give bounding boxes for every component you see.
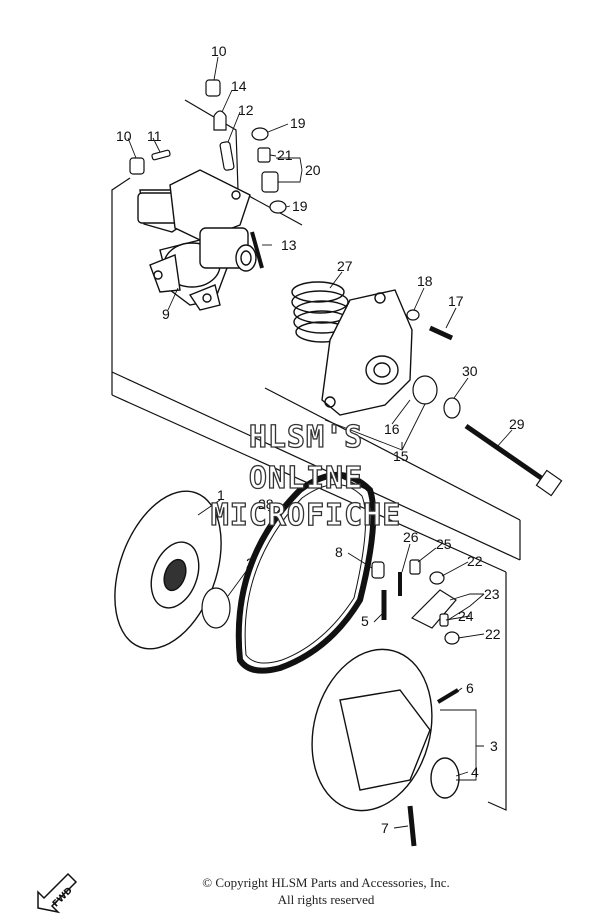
part-23 [410,589,457,629]
copyright-line-1: © Copyright HLSM Parts and Accessories, … [202,875,450,890]
part-10-left [129,157,145,175]
part-11 [151,149,171,161]
part-6 [436,688,460,704]
part-21 [257,147,271,163]
pulley-3 [311,648,460,812]
callout-21: 21 [277,147,293,163]
callout-20: 20 [305,162,321,178]
bolt-29 [464,423,552,487]
callout-7: 7 [381,820,389,836]
callout-18: 18 [417,273,433,289]
callout-24: 24 [458,608,474,624]
fwd-arrow-icon: FWD [37,872,78,914]
callout-10-top: 10 [211,43,227,59]
part-22-lower [444,631,460,645]
callout-25: 25 [436,536,452,552]
watermark-line-1: HLSM'S [248,419,364,455]
callout-17: 17 [448,293,464,309]
callout-10-left: 10 [116,128,132,144]
callout-26: 26 [403,529,419,545]
bearing-2 [201,587,231,629]
part-7 [407,805,417,847]
callout-6: 6 [466,680,474,696]
callout-4: 4 [471,764,479,780]
washer-30 [443,397,461,419]
callout-16: 16 [384,421,400,437]
part-22-upper [429,571,445,585]
part-14 [213,110,227,131]
watermark-line-2: ONLINE [248,460,364,496]
copyright-line-2: All rights reserved [277,892,375,907]
callout-19-lower: 19 [292,198,308,214]
callout-22-upper: 22 [467,553,483,569]
watermark-line-3: MICROFICHE [210,497,402,533]
part-19-lower [269,200,287,214]
belt-28 [235,472,377,674]
callout-8: 8 [335,544,343,560]
cover-plate-15 [321,289,413,416]
washer-18 [406,309,420,321]
part-20 [261,171,279,193]
part-19-upper [251,127,269,141]
callout-28: 28 [258,496,274,512]
callout-22-lower: 22 [485,626,501,642]
part-8 [371,561,385,579]
part-10-upper [205,79,221,97]
callout-2: 2 [246,555,254,571]
callout-12: 12 [238,102,254,118]
callout-5: 5 [361,613,369,629]
callout-19-top: 19 [290,115,306,131]
bushing-16 [412,375,438,405]
callout-3: 3 [490,738,498,754]
callout-30: 30 [462,363,478,379]
bolt-17 [428,325,454,341]
spider-hub [137,169,257,311]
part-12-pin [219,141,235,171]
part-25 [409,559,421,575]
callout-9: 9 [162,306,170,322]
callout-29: 29 [509,416,525,432]
callout-14: 14 [231,78,247,94]
callout-27: 27 [337,258,353,274]
callout-13: 13 [281,237,297,253]
part-13-bolt [250,231,264,269]
pulley-half-1 [114,490,222,650]
callout-15: 15 [393,448,409,464]
callout-11: 11 [147,128,162,144]
callout-1: 1 [217,487,225,503]
callout-23: 23 [484,586,500,602]
